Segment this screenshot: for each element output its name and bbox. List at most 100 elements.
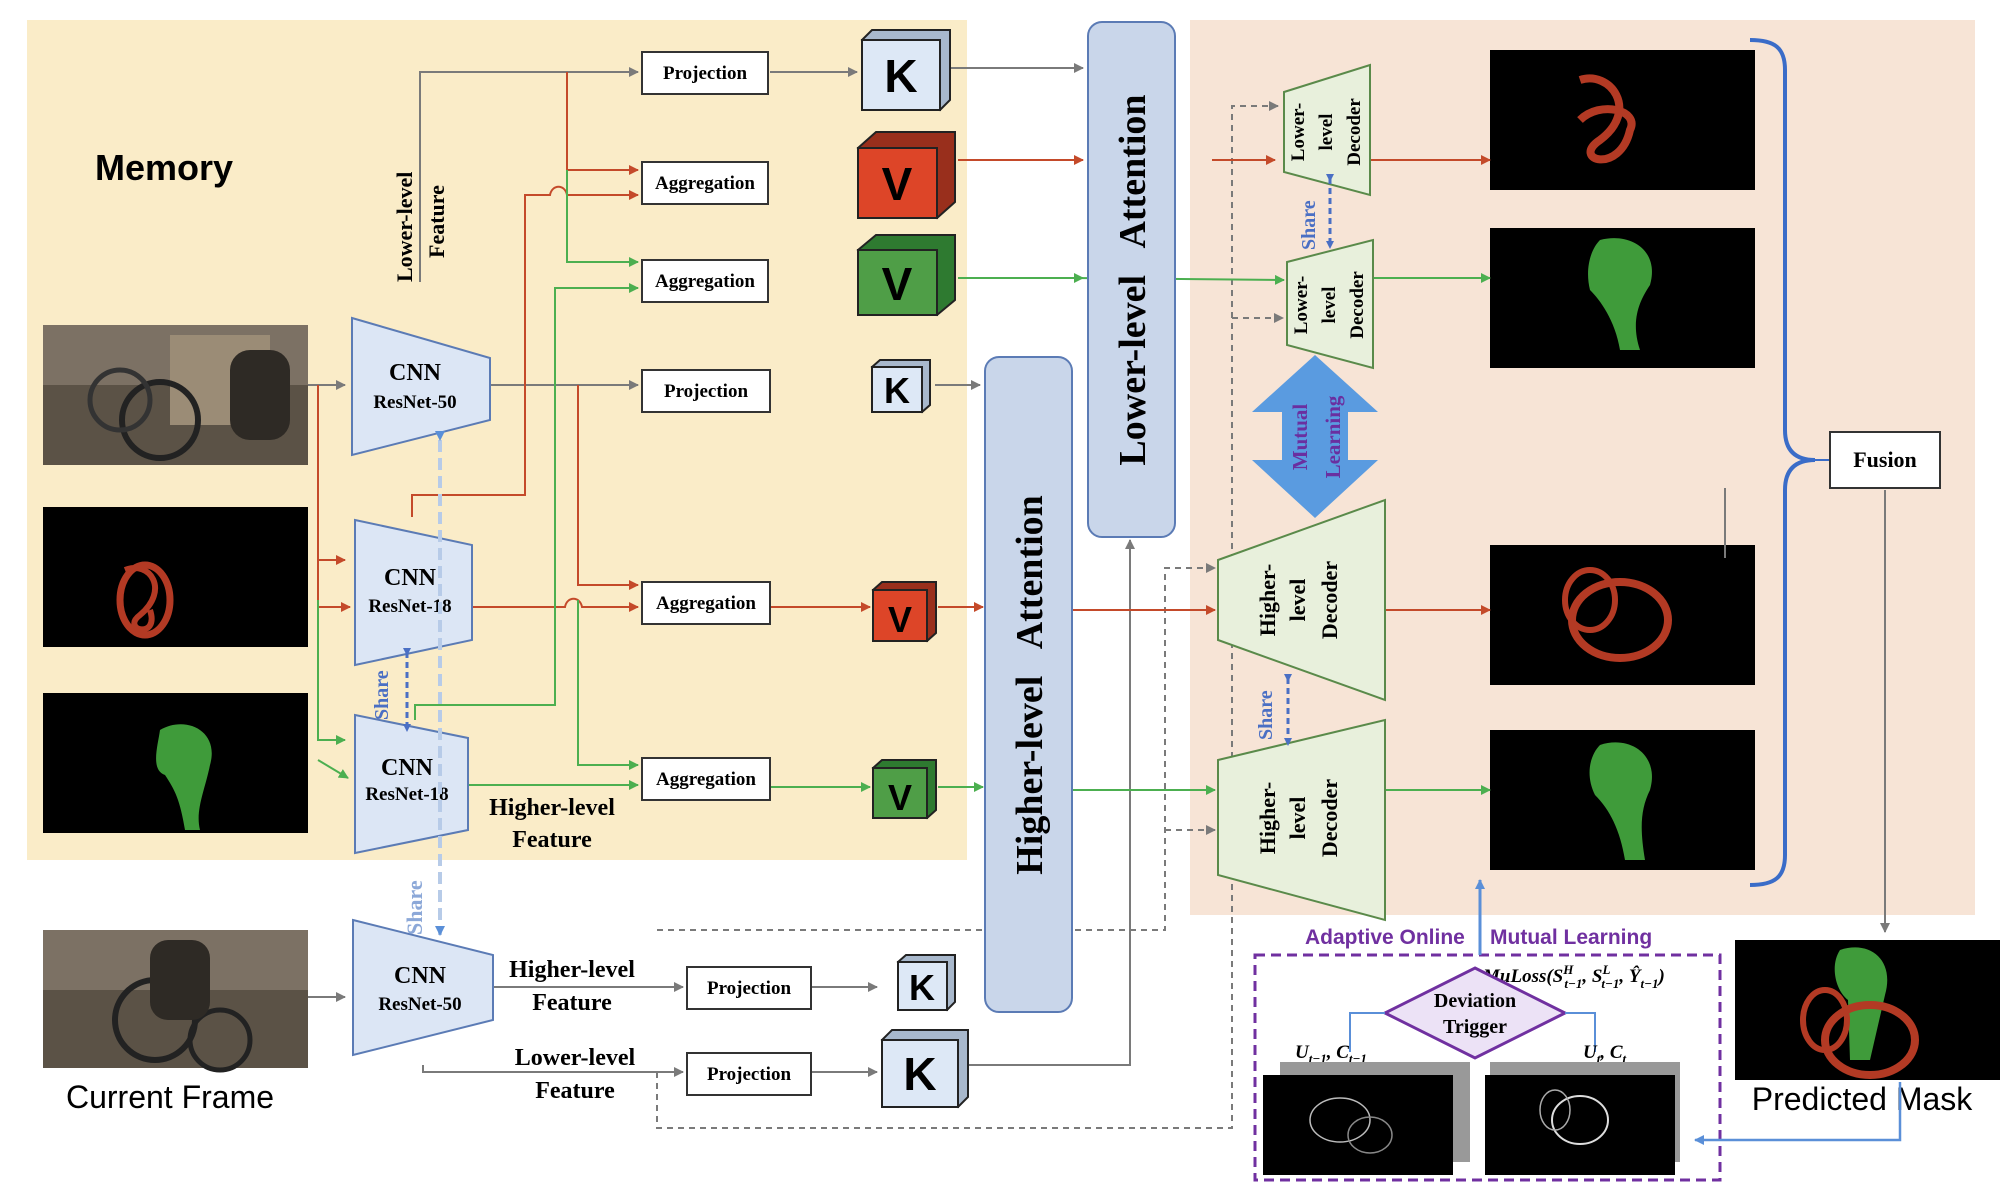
key-cube-large-1: K (860, 29, 951, 112)
uncertainty-label-curr: Ut, Ct (1583, 1042, 1627, 1066)
uncertainty-map-curr (1485, 1062, 1680, 1175)
svg-text:Share: Share (1255, 690, 1277, 740)
svg-text:ResNet-50: ResNet-50 (373, 392, 456, 413)
lower-level-attention-block: Lower-level Attention (1087, 21, 1176, 538)
lower-level-decoder-2: Lower- level Decoder (1286, 238, 1374, 370)
fusion-box: Fusion (1829, 431, 1941, 489)
higher-level-feature-current-label: Higher-level Feature (509, 957, 635, 1016)
memory-frame-image (43, 325, 308, 465)
svg-text:ResNet-18: ResNet-18 (368, 596, 451, 617)
key-cube-small-2: K (896, 954, 956, 1012)
lower-level-decoder-1: Lower- level Decoder (1283, 63, 1371, 197)
higher-level-feature-memory-label: Higher-level Feature (489, 795, 615, 853)
higher-decoder-red-output (1490, 545, 1755, 685)
svg-text:level: level (1316, 114, 1337, 151)
memory-mask-red-image (43, 507, 308, 647)
svg-text:level: level (1285, 579, 1310, 622)
adaptive-online-mutual-learning-box (1253, 953, 1722, 1182)
aggregation-box-2: Aggregation (641, 259, 769, 303)
svg-text:CNN: CNN (384, 565, 437, 591)
svg-text:Lower-: Lower- (1288, 103, 1309, 161)
projection-box-current-higher: Projection (686, 966, 812, 1010)
svg-text:CNN: CNN (389, 360, 442, 386)
svg-text:Share: Share (1298, 200, 1320, 250)
svg-text:Higher-level Attention: Higher-level Attention (1009, 495, 1051, 875)
svg-text:CNN: CNN (394, 963, 447, 989)
higher-decoder-green-output (1490, 730, 1755, 870)
adaptive-online-label: Adaptive Online (1305, 926, 1465, 949)
svg-text:CNN: CNN (381, 755, 434, 781)
projection-box-current-lower: Projection (686, 1052, 812, 1096)
share-arrow-resnet18: Share (371, 648, 411, 732)
lower-level-feature-current-label: Lower-level Feature (515, 1045, 636, 1104)
svg-text:Aggregation: Aggregation (656, 769, 756, 790)
aggregation-box-4: Aggregation (641, 757, 771, 801)
predicted-mask-image (1735, 940, 2000, 1080)
svg-text:Ut, Ct: Ut, Ct (1583, 1042, 1627, 1066)
svg-text:Mutual: Mutual (1288, 404, 1312, 471)
svg-text:Deviation: Deviation (1434, 990, 1516, 1012)
svg-text:Decoder: Decoder (1317, 779, 1342, 857)
current-frame-label: Current Frame (66, 1079, 274, 1115)
svg-text:Feature: Feature (535, 1078, 615, 1104)
svg-text:Higher-: Higher- (1255, 782, 1280, 855)
svg-text:Decoder: Decoder (1347, 271, 1368, 339)
svg-text:Aggregation: Aggregation (655, 271, 755, 292)
svg-text:ResNet-50: ResNet-50 (378, 994, 461, 1015)
svg-text:Decoder: Decoder (1317, 561, 1342, 639)
lower-decoder-red-output (1490, 50, 1755, 190)
svg-text:Projection: Projection (663, 63, 747, 84)
share-arrow-lower-decoders: Share (1298, 174, 1334, 250)
uncertainty-map-prev (1263, 1062, 1470, 1175)
svg-text:Learning: Learning (1321, 395, 1345, 478)
feedback-arrow (1694, 1082, 1902, 1145)
svg-text:Fusion: Fusion (1853, 447, 1917, 472)
svg-text:level: level (1285, 797, 1310, 840)
share-arrow-resnet50: Share (402, 431, 445, 936)
value-cube-red-large: V (856, 131, 956, 220)
svg-text:K: K (903, 1048, 936, 1100)
current-frame-image (43, 930, 308, 1073)
key-cube-large-2: K (880, 1029, 969, 1109)
higher-level-decoder-2: Higher- level Decoder (1217, 718, 1386, 922)
mutual-learning-arrow: Mutual Learning (1252, 355, 1378, 518)
svg-text:Lower-level: Lower-level (515, 1045, 636, 1071)
value-cube-green-small: V (871, 759, 937, 820)
svg-text:level: level (1319, 287, 1340, 324)
cnn-resnet18-green: CNN ResNet-18 (354, 713, 469, 855)
deviation-trigger-diamond: Deviation Trigger (1381, 966, 1569, 1060)
svg-text:Lower-level: Lower-level (392, 172, 417, 282)
cnn-resnet50-memory: CNN ResNet-50 (351, 316, 491, 457)
svg-text:Lower-: Lower- (1291, 276, 1312, 334)
higher-level-attention-block: Higher-level Attention (984, 356, 1073, 1013)
higher-level-decoder-1: Higher- level Decoder (1217, 498, 1386, 702)
cnn-resnet18-red: CNN ResNet-18 (354, 518, 473, 667)
predicted-mask-label: Predicted Mask (1752, 1081, 1974, 1117)
svg-text:Trigger: Trigger (1443, 1016, 1507, 1038)
svg-text:Higher-level: Higher-level (489, 795, 615, 821)
svg-text:Aggregation: Aggregation (656, 593, 756, 614)
value-cube-red-small: V (871, 581, 937, 643)
aggregation-box-3: Aggregation (641, 581, 771, 625)
mutual-learning-label: Mutual Learning (1490, 926, 1652, 949)
lower-level-feature-vertical-label: Lower-level Feature (392, 172, 449, 282)
svg-text:Feature: Feature (424, 185, 449, 258)
svg-text:V: V (882, 158, 913, 210)
cnn-resnet50-current: CNN ResNet-50 (352, 918, 494, 1057)
svg-text:V: V (888, 777, 912, 818)
svg-text:K: K (884, 50, 917, 102)
svg-text:V: V (888, 599, 912, 640)
svg-text:ResNet-18: ResNet-18 (365, 784, 448, 805)
svg-text:K: K (909, 967, 935, 1008)
key-cube-small-1: K (870, 359, 931, 414)
svg-text:Projection: Projection (707, 978, 791, 999)
svg-text:K: K (884, 370, 910, 411)
svg-text:Feature: Feature (532, 990, 612, 1016)
svg-text:Projection: Projection (707, 1064, 791, 1085)
svg-text:Share: Share (371, 670, 393, 720)
svg-text:Projection: Projection (664, 381, 748, 402)
share-arrow-higher-decoders: Share (1255, 674, 1292, 746)
svg-text:V: V (882, 258, 913, 310)
lower-decoder-green-output (1490, 228, 1755, 368)
svg-text:Decoder: Decoder (1344, 98, 1365, 166)
